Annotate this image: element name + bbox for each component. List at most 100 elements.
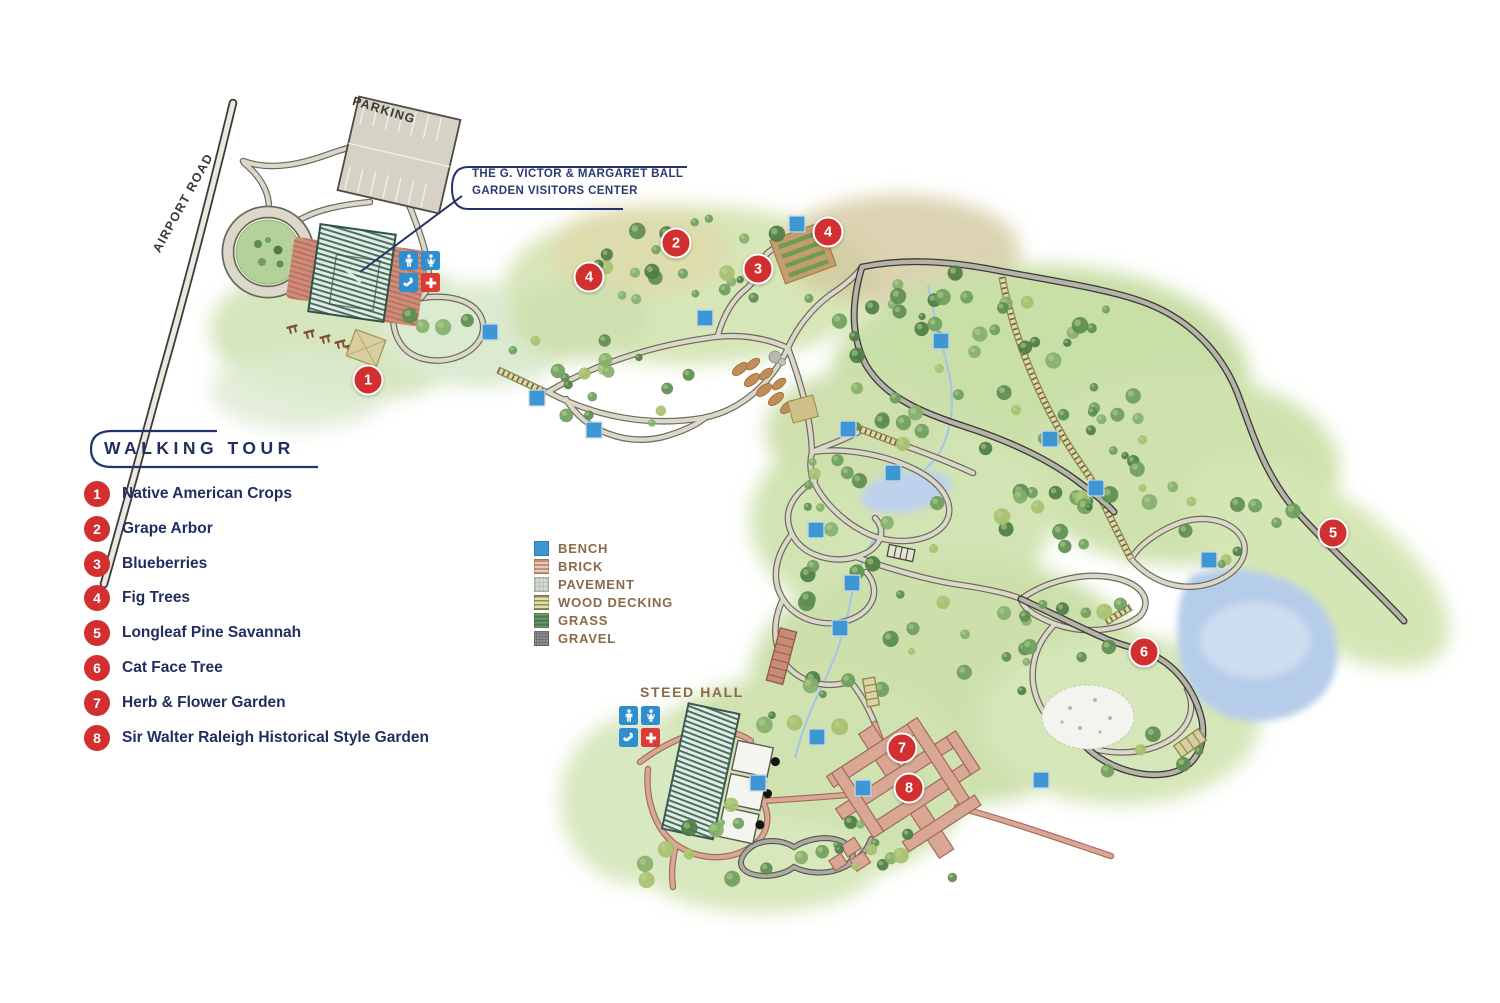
walking-tour-list: 1 Native American Crops 2 Grape Arbor 3 Blu…	[84, 481, 429, 759]
callout-leader-line	[359, 195, 463, 273]
map-marker-1: 1	[352, 364, 384, 396]
bench-icon	[854, 779, 872, 797]
steed-hall-label: STEED HALL	[640, 684, 744, 700]
legend-row: WOOD DECKING	[534, 593, 673, 611]
footbridge	[886, 543, 916, 563]
bench-icon	[843, 574, 861, 592]
bench-icon	[696, 309, 714, 327]
tour-stop-number: 4	[84, 585, 110, 612]
tour-stop-number: 2	[84, 515, 110, 542]
tour-stop-label: Herb & Flower Garden	[122, 693, 286, 711]
bench-icon	[528, 389, 546, 407]
legend-row: BENCH	[534, 539, 673, 557]
bench-icon	[839, 420, 857, 438]
amenities-icon-group	[399, 251, 440, 292]
legend-row: GRASS	[534, 611, 673, 629]
walking-tour-item: 7 Herb & Flower Garden	[84, 689, 429, 716]
mens-restroom-icon	[399, 251, 418, 270]
bench-icon	[788, 215, 806, 233]
tour-stop-label: Blueberries	[122, 554, 208, 572]
bench-icon	[932, 332, 950, 350]
tour-stop-number: 6	[84, 654, 110, 681]
pond	[860, 470, 1338, 722]
legend-label: GRAVEL	[558, 630, 617, 646]
brick-swatch-icon	[534, 558, 549, 574]
telephone-icon	[619, 728, 638, 747]
mens-restroom-icon	[619, 706, 638, 725]
walking-tour-item: 4 Fig Trees	[84, 585, 429, 612]
tour-stop-label: Sir Walter Raleigh Historical Style Gard…	[122, 728, 429, 746]
map-marker-4: 4	[812, 216, 844, 248]
bench-icon	[808, 728, 826, 746]
walking-tour-bracket	[89, 429, 318, 469]
womens-restroom-icon	[641, 706, 660, 725]
tour-stop-number: 1	[84, 481, 110, 507]
wood-decking-swatch-icon	[534, 594, 549, 610]
bench-icon	[1087, 479, 1105, 497]
bench-icon	[1200, 551, 1218, 569]
tour-stop-number: 8	[84, 724, 110, 751]
bench-icon	[884, 464, 902, 482]
bench-icon	[1041, 430, 1059, 448]
bench-icon	[1032, 771, 1050, 789]
footbridge	[1172, 727, 1208, 759]
bench-icon	[481, 323, 499, 341]
map-marker-3: 3	[742, 253, 774, 285]
map-marker-2: 2	[660, 227, 692, 259]
pergola	[765, 627, 798, 686]
tour-stop-number: 5	[84, 620, 110, 647]
legend-row: PAVEMENT	[534, 575, 673, 593]
tour-stop-label: Fig Trees	[122, 589, 191, 607]
tour-stop-label: Longleaf Pine Savannah	[122, 624, 302, 642]
map-legend: BENCH BRICK PAVEMENT WOOD DECKING GRASS …	[534, 539, 673, 647]
map-marker-5: 5	[1317, 517, 1349, 549]
tour-stop-number: 7	[84, 689, 110, 716]
womens-restroom-icon	[421, 251, 440, 270]
walking-tour-item: 6 Cat Face Tree	[84, 654, 429, 681]
telephone-icon	[399, 273, 418, 292]
walking-tour-item: 8 Sir Walter Raleigh Historical Style Gar…	[84, 724, 429, 751]
walking-tour-title: WALKING TOUR	[104, 438, 295, 458]
walking-tour-item: 2 Grape Arbor	[84, 515, 429, 542]
tour-stop-label: Cat Face Tree	[122, 658, 223, 676]
crop-mounds	[731, 357, 797, 414]
visitor-center-callout-bracket	[450, 166, 687, 210]
bench-icon	[585, 421, 603, 439]
arbor-structure	[345, 328, 387, 368]
gravel-swatch-icon	[534, 630, 549, 646]
map-marker-7: 7	[886, 732, 918, 764]
legend-row: BRICK	[534, 557, 673, 575]
legend-label: GRASS	[558, 612, 609, 628]
legend-label: WOOD DECKING	[558, 594, 674, 610]
rock	[768, 350, 786, 366]
legend-label: BRICK	[558, 558, 604, 574]
grass-swatch-icon	[534, 612, 549, 628]
first-aid-icon	[641, 728, 660, 747]
legend-row: GRAVEL	[534, 629, 673, 647]
tour-stop-number: 3	[84, 550, 110, 577]
map-marker-4: 4	[573, 261, 605, 293]
tour-stop-label: Grape Arbor	[122, 519, 213, 537]
legend-label: BENCH	[558, 540, 609, 556]
tour-stop-label: Native American Crops	[122, 485, 292, 502]
pavement-swatch-icon	[534, 576, 549, 592]
bench-swatch-icon	[534, 540, 549, 556]
visitor-center-callout: THE G. VICTOR & MARGARET BALL GARDEN VIS…	[472, 166, 683, 199]
walking-tour-item: 5 Longleaf Pine Savannah	[84, 620, 429, 647]
legend-label: PAVEMENT	[558, 576, 635, 592]
parking-lot	[336, 95, 462, 215]
bench-icon	[831, 619, 849, 637]
rocky-clearing	[1041, 684, 1135, 750]
walking-tour-item: 3 Blueberries	[84, 550, 429, 577]
map-marker-6: 6	[1128, 636, 1160, 668]
callout-line-2: GARDEN VISITORS CENTER	[472, 184, 638, 197]
first-aid-icon	[421, 273, 440, 292]
map-marker-8: 8	[893, 772, 925, 804]
amenities-icon-group	[619, 706, 660, 747]
bench-icon	[807, 521, 825, 539]
bench-icon	[749, 774, 767, 792]
callout-line-1: THE G. VICTOR & MARGARET BALL	[472, 168, 684, 180]
tree-clusters	[402, 214, 1301, 889]
garden-plot-square	[786, 394, 820, 424]
